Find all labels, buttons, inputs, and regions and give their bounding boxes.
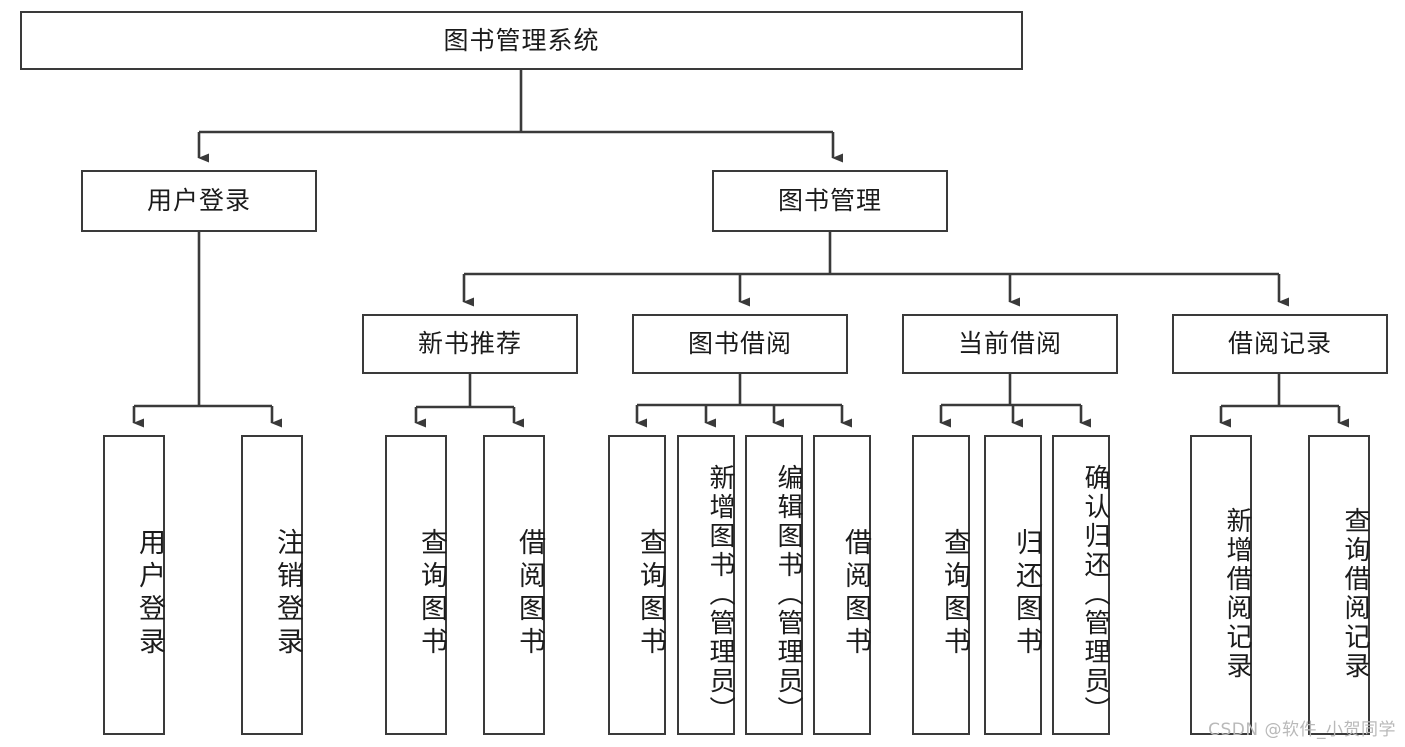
- leaf-node-label: 注销登录: [272, 528, 303, 660]
- node-borrow-record-label: 借阅记录: [1227, 329, 1332, 358]
- node-book-management-label: 图书管理: [777, 186, 882, 215]
- leaf-node[interactable]: 借阅图书: [813, 435, 871, 735]
- csdn-watermark: CSDN @软件_小贺同学: [1208, 720, 1396, 740]
- node-book-management[interactable]: 图书管理: [712, 170, 948, 232]
- node-current-borrow-label: 当前借阅: [957, 329, 1062, 358]
- node-book-borrow-label: 图书借阅: [687, 329, 792, 358]
- leaf-node-label: 确认归还（管理员）: [1080, 463, 1110, 725]
- leaf-node[interactable]: 新增图书（管理员）: [677, 435, 735, 735]
- leaf-node-label: 新增图书（管理员）: [705, 463, 735, 725]
- leaf-node[interactable]: 注销登录: [241, 435, 303, 735]
- leaf-node[interactable]: 用户登录: [103, 435, 165, 735]
- node-root-label: 图书管理系统: [443, 25, 600, 55]
- leaf-node[interactable]: 确认归还（管理员）: [1052, 435, 1110, 735]
- node-user-login[interactable]: 用户登录: [81, 170, 317, 232]
- leaf-node-label: 新增借阅记录: [1222, 507, 1252, 681]
- leaf-node[interactable]: 借阅图书: [483, 435, 545, 735]
- node-borrow-record[interactable]: 借阅记录: [1172, 314, 1388, 374]
- node-root[interactable]: 图书管理系统: [20, 11, 1023, 70]
- leaf-node-label: 查询图书: [416, 528, 447, 660]
- node-new-book-recommend-label: 新书推荐: [417, 329, 522, 358]
- leaf-node[interactable]: 查询图书: [912, 435, 970, 735]
- leaf-node-label: 查询借阅记录: [1340, 507, 1370, 681]
- leaf-node-label: 用户登录: [134, 528, 165, 660]
- node-user-login-label: 用户登录: [146, 186, 251, 215]
- leaf-node-label: 归还图书: [1011, 528, 1042, 660]
- leaf-node[interactable]: 编辑图书（管理员）: [745, 435, 803, 735]
- leaf-node[interactable]: 新增借阅记录: [1190, 435, 1252, 735]
- node-current-borrow[interactable]: 当前借阅: [902, 314, 1118, 374]
- leaf-node[interactable]: 查询图书: [608, 435, 666, 735]
- leaf-node-label: 借阅图书: [840, 528, 871, 660]
- leaf-node-label: 查询图书: [635, 528, 666, 660]
- leaf-node[interactable]: 查询图书: [385, 435, 447, 735]
- leaf-node-label: 借阅图书: [514, 528, 545, 660]
- node-new-book-recommend[interactable]: 新书推荐: [362, 314, 578, 374]
- leaf-node[interactable]: 查询借阅记录: [1308, 435, 1370, 735]
- leaf-node-label: 编辑图书（管理员）: [773, 463, 803, 725]
- node-book-borrow[interactable]: 图书借阅: [632, 314, 848, 374]
- leaf-node[interactable]: 归还图书: [984, 435, 1042, 735]
- leaf-node-label: 查询图书: [939, 528, 970, 660]
